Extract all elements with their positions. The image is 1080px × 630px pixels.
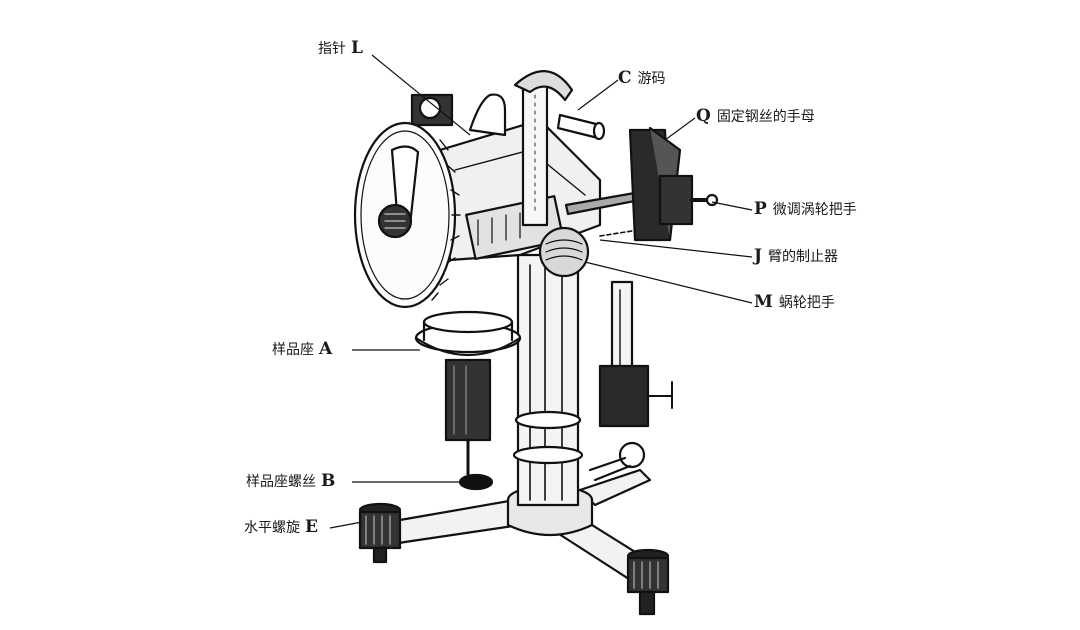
label-P-key: P bbox=[754, 199, 767, 219]
label-C: C 游码 bbox=[618, 68, 666, 88]
label-A-key: A bbox=[319, 339, 333, 359]
label-L: 指针 L bbox=[318, 38, 363, 58]
label-L-text: 指针 bbox=[318, 41, 346, 57]
label-L-key: L bbox=[351, 38, 363, 58]
label-J-key: J bbox=[754, 246, 763, 266]
leader-line-J bbox=[599, 239, 753, 258]
side-rod-clamp bbox=[588, 280, 673, 482]
label-M-text: 蜗轮把手 bbox=[778, 295, 835, 311]
sample-stage bbox=[414, 310, 522, 491]
label-E: 水平螺旋 E bbox=[244, 517, 318, 537]
label-C-text: 游码 bbox=[637, 71, 666, 87]
label-B-text: 样品座螺丝 bbox=[246, 474, 316, 490]
leader-line-P bbox=[711, 201, 753, 211]
leader-line-Q bbox=[664, 117, 696, 141]
leader-line-L bbox=[371, 54, 471, 136]
label-Q-key: Q bbox=[696, 106, 711, 126]
label-B-key: B bbox=[321, 471, 336, 491]
label-J-text: 臂的制止器 bbox=[768, 249, 839, 265]
leveling-screw-knob-left bbox=[358, 502, 402, 564]
label-P: P 微调涡轮把手 bbox=[754, 199, 857, 219]
main-column bbox=[512, 253, 584, 507]
leveling-screw-knob-right bbox=[626, 548, 670, 616]
label-A-text: 样品座 bbox=[272, 342, 314, 358]
label-E-key: E bbox=[305, 517, 318, 537]
label-P-text: 微调涡轮把手 bbox=[772, 202, 857, 218]
graduated-dial bbox=[353, 121, 461, 309]
fine-adjust-handle bbox=[658, 174, 719, 226]
worm-wheel-handle bbox=[538, 226, 590, 278]
label-M: M 蜗轮把手 bbox=[754, 292, 835, 312]
label-B: 样品座螺丝 B bbox=[246, 471, 335, 491]
leader-line-M bbox=[584, 261, 753, 304]
tripod-base bbox=[370, 468, 662, 587]
label-E-text: 水平螺旋 bbox=[244, 520, 300, 536]
vernier-handle bbox=[556, 113, 606, 141]
label-C-key: C bbox=[618, 68, 632, 88]
leader-line-E bbox=[329, 521, 363, 529]
label-A: 样品座 A bbox=[272, 339, 332, 359]
label-M-key: M bbox=[754, 292, 773, 312]
label-J: J 臂的制止器 bbox=[754, 246, 838, 266]
leader-line-C bbox=[577, 79, 619, 111]
label-Q-text: 固定钢丝的手母 bbox=[716, 109, 815, 125]
instrument-housing bbox=[410, 70, 671, 262]
label-Q: Q 固定钢丝的手母 bbox=[696, 106, 815, 126]
